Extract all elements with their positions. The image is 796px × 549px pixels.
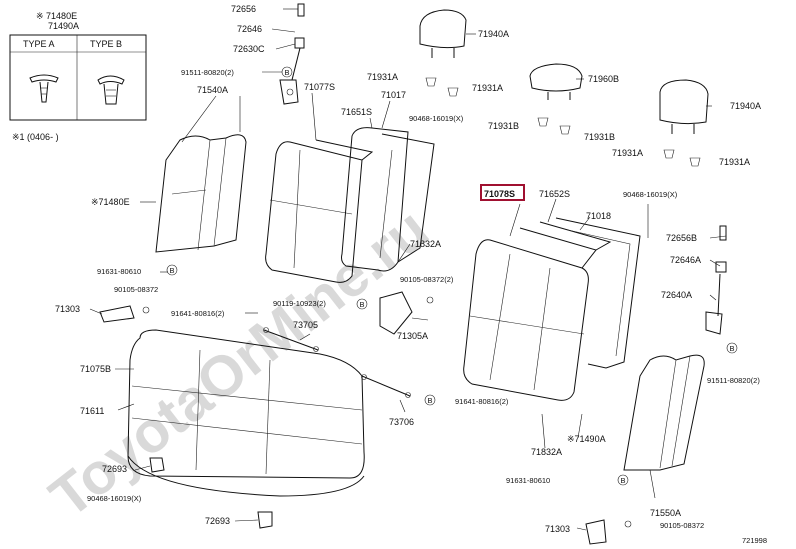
seat-cushion xyxy=(127,329,365,497)
bracket-71303-right xyxy=(585,519,632,545)
callout-73705: 73705 xyxy=(293,320,318,330)
callout-91511-80820-right: 91511-80820(2) xyxy=(707,376,760,385)
legend-type-a: TYPE A xyxy=(23,39,55,49)
callout-72656: 72656 xyxy=(231,4,256,14)
callout-72656b: 72656B xyxy=(666,233,697,243)
clip-type-legend: ※ 71480E 71490A TYPE A TYPE B ※1 (0406- … xyxy=(9,11,147,142)
legend-line1: ※ 71480E xyxy=(36,11,77,21)
callout-71940a-right: 71940A xyxy=(730,101,761,111)
seat-back-frame-right xyxy=(555,217,641,369)
callout-72693-a: 72693 xyxy=(102,464,127,474)
callout-90468-16019-bottom: 90468-16019(X) xyxy=(87,494,142,503)
callout-72640a: 72640A xyxy=(661,290,692,300)
callout-91631-80610-left: 91631-80610 xyxy=(97,267,141,276)
hinge-bracket-left xyxy=(99,305,150,323)
striker-bar-73706 xyxy=(361,374,411,398)
seat-back-lock-rod xyxy=(279,3,305,105)
callout-91511-80820-top: 91511-80820(2) xyxy=(181,68,234,77)
svg-text:B: B xyxy=(621,476,626,485)
callout-90468-16019-top: 90468-16019(X) xyxy=(409,114,464,123)
legend-box xyxy=(9,34,147,121)
callout-71960b: 71960B xyxy=(588,74,619,84)
svg-text:B: B xyxy=(170,266,175,275)
callout-71832a-top: 71832A xyxy=(410,239,441,249)
svg-text:B: B xyxy=(730,344,735,353)
seat-back-cushion-right xyxy=(463,221,612,401)
legend-line2: 71490A xyxy=(48,21,79,31)
lock-rod-right xyxy=(705,225,727,335)
callout-71078s: 71078S xyxy=(484,189,515,199)
callout-71832a-bottom: 71832A xyxy=(531,447,562,457)
hook-72693-b xyxy=(257,511,273,529)
highlight-box-71078s xyxy=(480,184,525,201)
callout-71017: 71017 xyxy=(381,90,406,100)
callout-71652s: 71652S xyxy=(539,189,570,199)
hinge-bracket-center xyxy=(379,291,434,335)
callout-91641-80816-right: 91641-80816(2) xyxy=(455,397,509,406)
seat-back-cover-left xyxy=(341,127,435,272)
callout-71490a: ※71490A xyxy=(567,434,606,444)
callout-72693-b: 72693 xyxy=(205,516,230,526)
striker-bar-73705 xyxy=(263,327,319,352)
legend-footnote: ※1 (0406- ) xyxy=(12,132,59,142)
clip-type-a-icon xyxy=(29,74,59,103)
callout-91631-80610-right: 91631-80610 xyxy=(506,476,550,485)
callout-labels: 72656 72646 72630C 91511-80820(2) 71540A… xyxy=(55,4,767,545)
callout-71931b-2: 71931B xyxy=(584,132,615,142)
callout-71931b-1: 71931B xyxy=(488,121,519,131)
seat-back-side-pad-left xyxy=(155,134,247,253)
hook-72693-a xyxy=(149,457,165,473)
seat-back-side-pad-right xyxy=(623,354,705,471)
clip-type-b-icon xyxy=(97,75,125,105)
callout-90105-08372-2: 90105-08372(2) xyxy=(400,275,454,284)
callout-72630c: 72630C xyxy=(233,44,265,54)
svg-text:B: B xyxy=(285,68,290,77)
callout-71540a: 71540A xyxy=(197,85,228,95)
headrest-supports xyxy=(425,77,701,167)
callout-71075b: 71075B xyxy=(80,364,111,374)
callout-91641-80816-left: 91641-80816(2) xyxy=(171,309,225,318)
headrest-center xyxy=(529,63,583,100)
callout-71931a-4: 71931A xyxy=(719,157,750,167)
callout-71305a: 71305A xyxy=(397,331,428,341)
callout-71550a: 71550A xyxy=(650,508,681,518)
callout-71611: 71611 xyxy=(80,406,104,416)
callout-72646: 72646 xyxy=(237,24,262,34)
legend-type-b: TYPE B xyxy=(90,39,122,49)
callout-71940a-left: 71940A xyxy=(478,29,509,39)
callout-71651s: 71651S xyxy=(341,107,372,117)
leader-lines xyxy=(89,8,727,531)
callout-90105-08372-left: 90105-08372 xyxy=(114,285,158,294)
svg-text:B: B xyxy=(428,396,433,405)
seat-back-cushion-left xyxy=(265,139,374,283)
callout-71077s: 71077S xyxy=(304,82,335,92)
callout-90468-16019-right: 90468-16019(X) xyxy=(623,190,678,199)
callout-71931a-2: 71931A xyxy=(472,83,503,93)
callout-71018: 71018 xyxy=(586,211,611,221)
bolt-symbols: B B B B B B xyxy=(166,66,738,486)
callout-72646a: 72646A xyxy=(670,255,701,265)
callout-71480e: ※71480E xyxy=(91,197,130,207)
diagram-id: 721998 xyxy=(742,536,767,545)
callout-71931a-1: 71931A xyxy=(367,72,398,82)
callout-71303-right: 71303 xyxy=(545,524,570,534)
svg-text:B: B xyxy=(360,300,365,309)
headrest-left xyxy=(419,9,467,58)
callout-73706: 73706 xyxy=(389,417,414,427)
callout-71303-left: 71303 xyxy=(55,304,80,314)
callout-90119-10923: 90119-10923(2) xyxy=(273,299,326,308)
callout-90105-08372-right: 90105-08372 xyxy=(660,521,704,530)
headrest-right xyxy=(659,79,709,134)
callout-71931a-3: 71931A xyxy=(612,148,643,158)
